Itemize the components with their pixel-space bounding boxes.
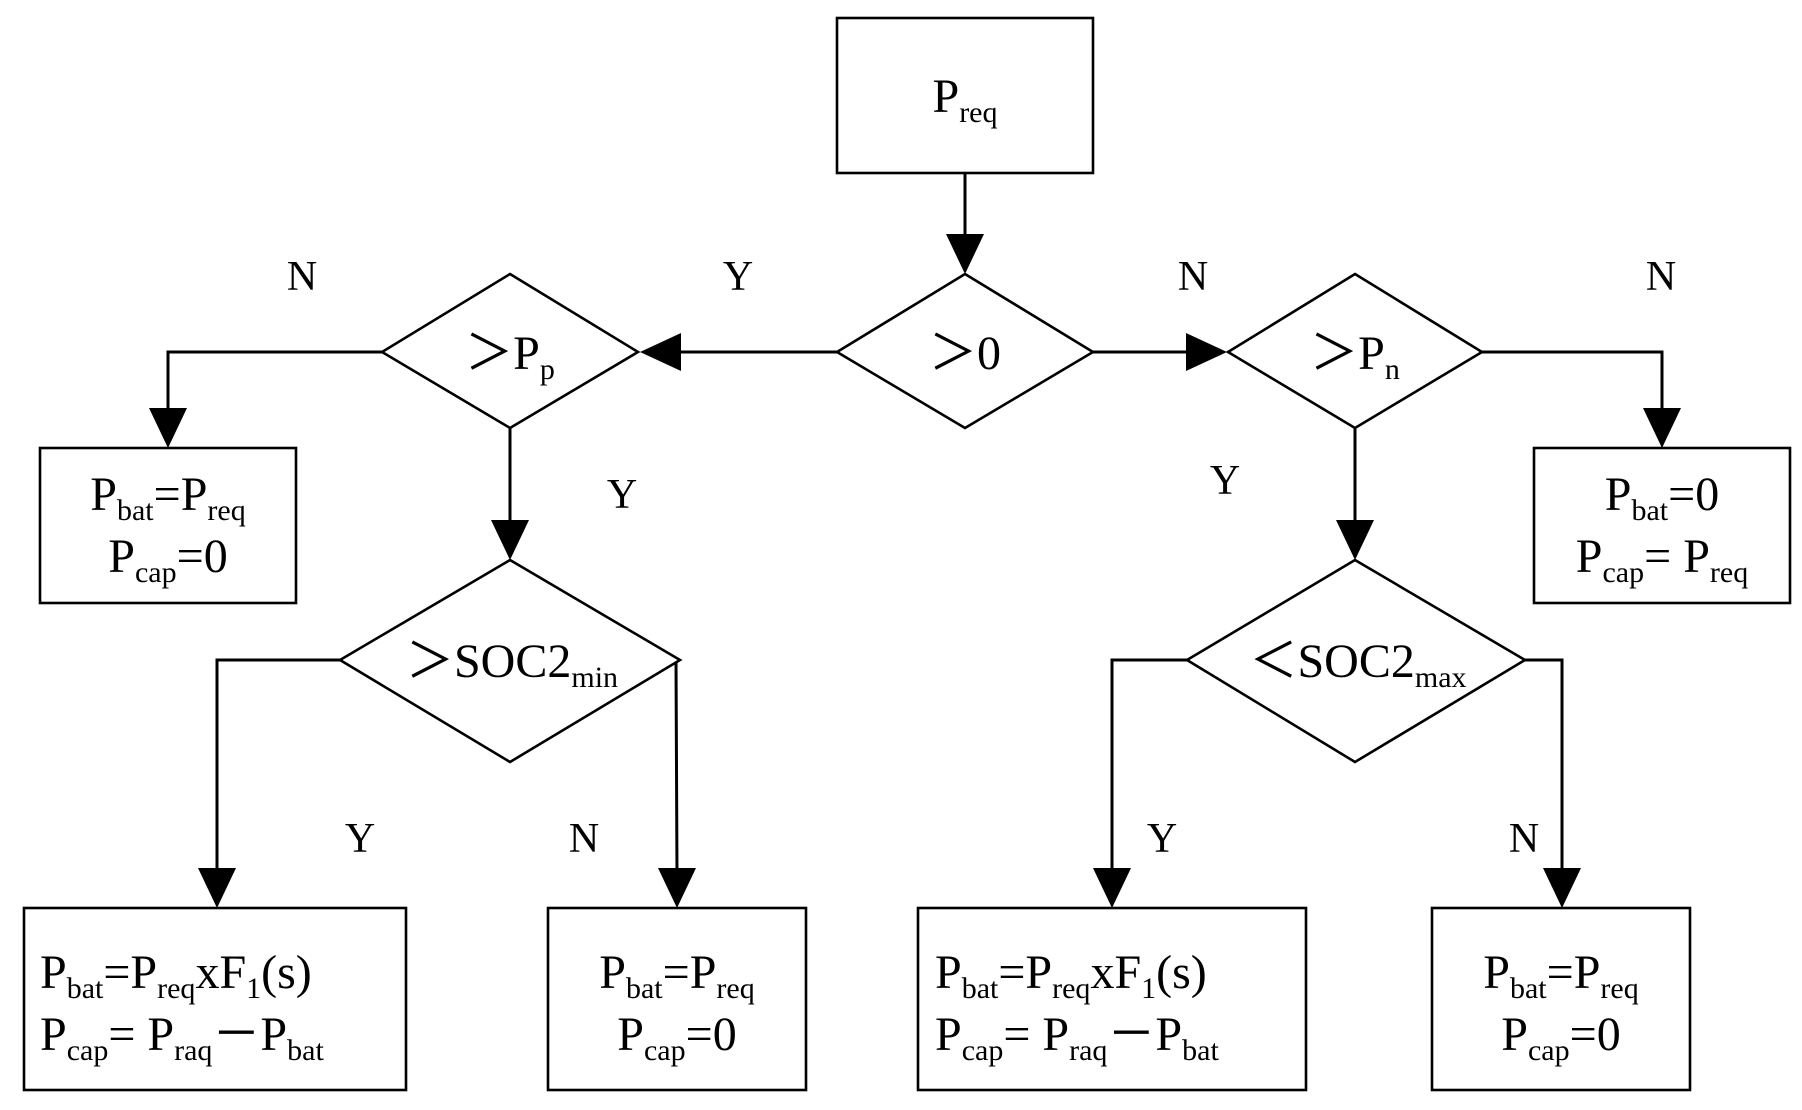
connectors — [166, 173, 1664, 877]
arrowhead-pn-no — [1643, 408, 1681, 448]
arrowhead-socmax-yes — [1093, 868, 1131, 908]
start-box-label: Preq — [932, 70, 997, 129]
result-box-bottom-4-line2: Pcap=0 — [1501, 1008, 1620, 1067]
arrowhead-socmax-no — [1543, 868, 1581, 908]
arrowhead-pp — [640, 333, 681, 371]
decision-zero-label: ＞0 — [929, 327, 1001, 380]
result-box-bottom-2: Pbat=Preq Pcap=0 — [546, 906, 808, 1092]
label-pn-no: N — [1646, 254, 1676, 300]
decision-pn: ＞Pn — [1225, 272, 1485, 430]
decision-pp: ＞Pp — [379, 272, 641, 430]
label-pp-yes: Y — [607, 472, 637, 518]
result-box-bottom-4: Pbat=Preq Pcap=0 — [1430, 906, 1692, 1092]
start-box: Preq — [835, 16, 1095, 175]
result-box-right-line2: Pcap= Preq — [1576, 530, 1748, 589]
arrowhead-start — [946, 234, 984, 274]
edge-socmin-yes — [215, 658, 340, 876]
result-box-bottom-3-line2: Pcap= Praq－Pbat — [935, 1008, 1219, 1067]
result-box-bottom-2-line2: Pcap=0 — [617, 1008, 736, 1067]
arrowhead-pn — [1186, 333, 1227, 371]
decision-socmin-label: ＞SOC2min — [406, 635, 618, 694]
result-box-bottom-4-line1: Pbat=Preq — [1483, 946, 1638, 1005]
result-box-bottom-3: Pbat=PreqxF1(s) Pcap= Praq－Pbat — [916, 906, 1308, 1092]
result-box-left-line2: Pcap=0 — [108, 530, 227, 589]
result-box-bottom-1-line2: Pcap= Praq－Pbat — [40, 1008, 324, 1067]
arrowheads — [149, 234, 1681, 908]
decision-socmin: ＞SOC2min — [337, 558, 683, 764]
result-box-bottom-1: Pbat=PreqxF1(s) Pcap= Praq－Pbat — [22, 906, 408, 1092]
result-box-bottom-1-line1: Pbat=PreqxF1(s) — [40, 946, 312, 1005]
result-box-bottom-3-line1: Pbat=PreqxF1(s) — [935, 946, 1207, 1005]
edge-labels: Y N N Y Y N Y N Y N — [287, 254, 1676, 862]
edge-socmin-no — [674, 658, 680, 877]
edge-pp-no — [166, 350, 382, 412]
label-socmax-no: N — [1509, 816, 1539, 862]
arrowhead-pn-yes — [1336, 520, 1374, 560]
result-box-left-line1: Pbat=Preq — [90, 468, 245, 527]
arrowhead-socmin-no — [658, 868, 696, 908]
label-pp-no: N — [287, 254, 317, 300]
label-socmin-yes: Y — [345, 816, 375, 862]
arrowhead-socmin-yes — [198, 868, 236, 908]
edge-pn-no — [1482, 350, 1664, 412]
decision-socmax: ＜SOC2max — [1184, 558, 1528, 764]
label-socmin-no: N — [569, 816, 599, 862]
decision-pn-label: ＞Pn — [1310, 327, 1400, 386]
result-box-right: Pbat=0 Pcap= Preq — [1532, 446, 1792, 605]
label-socmax-yes: Y — [1147, 816, 1177, 862]
arrowhead-pp-yes — [491, 520, 529, 560]
label-pn-yes: Y — [1210, 458, 1240, 504]
arrowhead-pp-no — [149, 408, 187, 448]
edge-socmax-yes — [1110, 658, 1187, 876]
decision-pp-label: ＞Pp — [465, 327, 555, 386]
edge-socmax-no — [1525, 658, 1564, 876]
result-box-right-line1: Pbat=0 — [1605, 468, 1719, 527]
result-box-left: Pbat=Preq Pcap=0 — [38, 446, 298, 605]
label-zero-no: N — [1178, 254, 1208, 300]
decision-zero: ＞0 — [834, 272, 1096, 430]
decision-socmax-label: ＜SOC2max — [1249, 635, 1466, 694]
result-box-bottom-2-line1: Pbat=Preq — [599, 946, 754, 1005]
label-zero-yes: Y — [723, 254, 753, 300]
